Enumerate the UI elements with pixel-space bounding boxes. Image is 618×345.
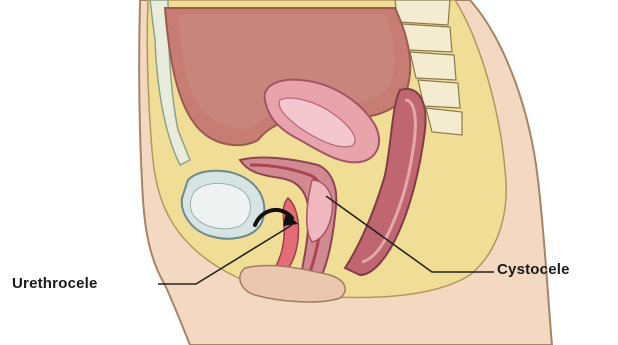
urethrocele-label: Urethrocele (12, 275, 98, 292)
cystocele-label: Cystocele (497, 261, 570, 278)
